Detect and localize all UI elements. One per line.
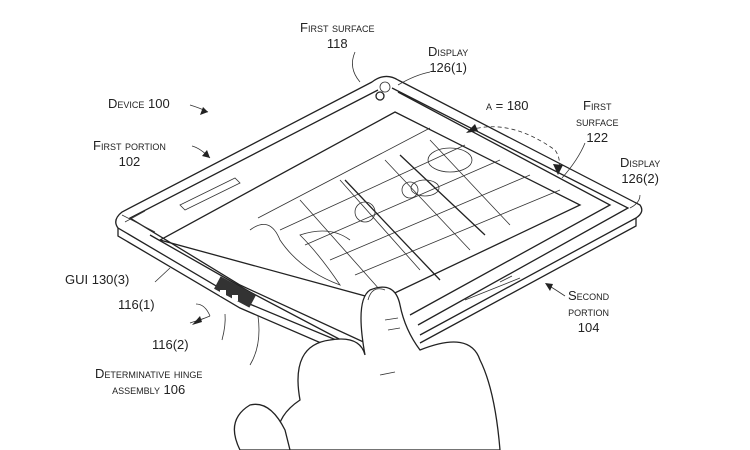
hand-drawing xyxy=(233,286,501,450)
label-116-2: 116(2) xyxy=(152,337,189,352)
label-text: Display xyxy=(428,44,469,59)
label-text: surface xyxy=(576,114,619,129)
label-number: assembly 106 xyxy=(112,382,186,397)
label-number: 118 xyxy=(326,36,348,51)
label-first-surface-122: First surface 122 xyxy=(576,98,619,146)
label-gui-130-3: GUI 130(3) xyxy=(65,272,130,287)
label-hinge-106: Determinative hinge assembly 106 xyxy=(95,366,202,398)
label-second-portion-104: Second portion 104 xyxy=(568,288,609,336)
label-116-1: 116(1) xyxy=(118,297,155,312)
label-text: Display xyxy=(620,155,661,170)
label-device-100: Device 100 xyxy=(108,96,170,111)
label-number: 122 xyxy=(586,130,609,145)
label-number: 126(2) xyxy=(621,171,659,186)
device-body xyxy=(115,75,643,363)
label-number: 104 xyxy=(577,320,600,335)
label-display-126-1: Display 126(1) xyxy=(428,44,468,76)
label-text: First xyxy=(583,98,612,113)
label-text: First portion xyxy=(93,138,166,153)
label-text: Second xyxy=(568,288,610,303)
hinge-assembly xyxy=(214,276,256,308)
label-text: portion xyxy=(568,304,610,319)
label-first-portion-102: First portion 102 xyxy=(93,138,166,170)
gui-screen xyxy=(121,81,582,301)
label-first-surface-118: First surface 118 xyxy=(300,20,375,52)
label-display-126-2: Display 126(2) xyxy=(620,155,660,187)
leader-lines xyxy=(154,51,641,366)
label-number: 102 xyxy=(118,154,141,169)
label-text: Determinative hinge xyxy=(95,366,203,381)
label-number: 126(1) xyxy=(429,60,467,75)
label-text: First surface xyxy=(300,20,375,35)
label-alpha: α = 180 xyxy=(486,98,529,113)
